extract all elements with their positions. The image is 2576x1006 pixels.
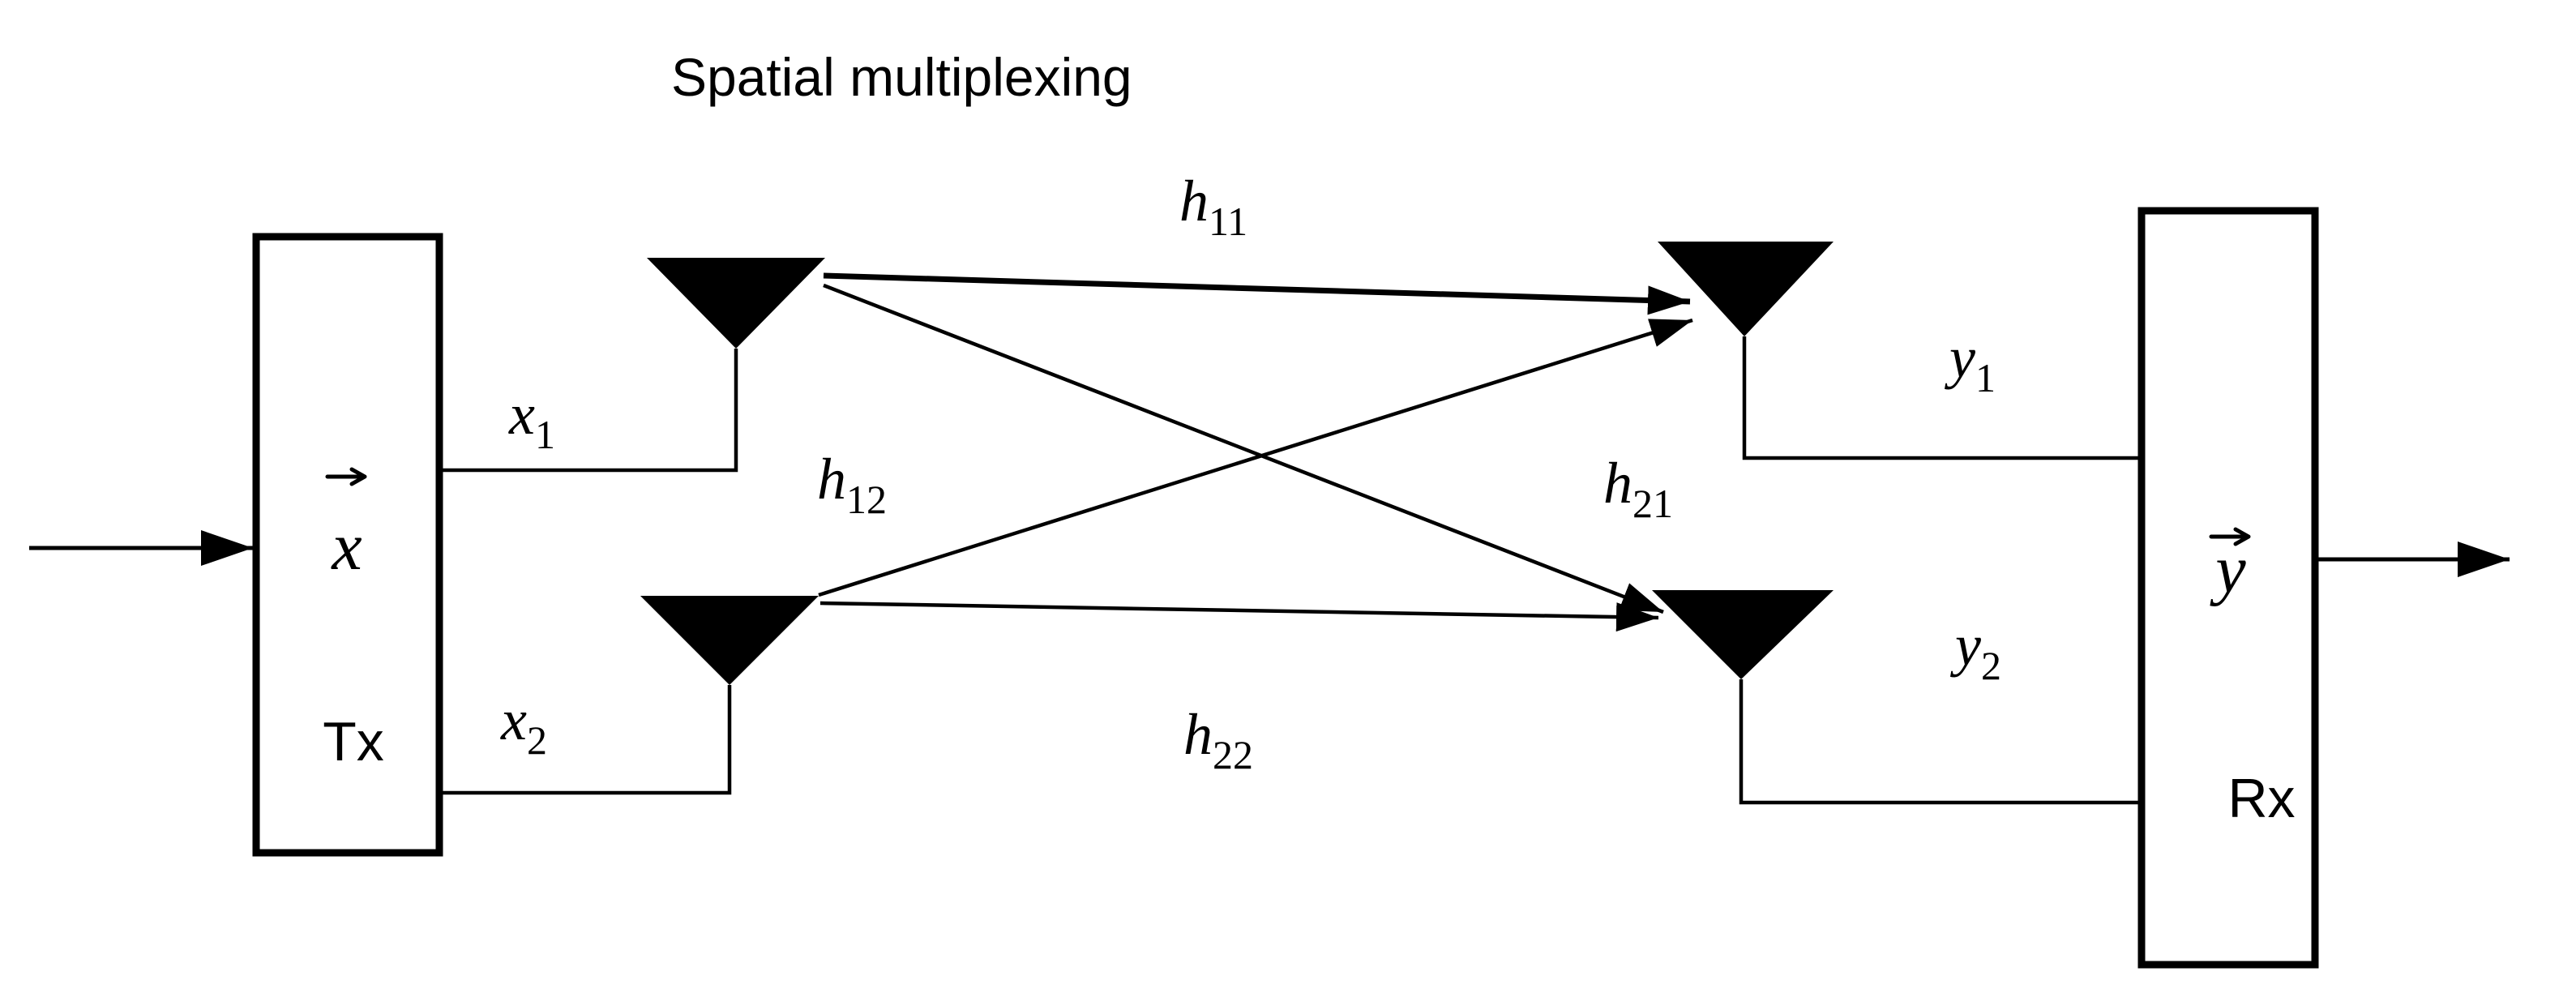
channel-h22 [819, 601, 1659, 632]
channel-h12 [823, 283, 1664, 614]
label-y2: y2 [1949, 613, 2001, 688]
wire-y2 [1739, 679, 2145, 805]
rx-vector-label: y [2209, 532, 2246, 607]
label-h12: h12 [817, 447, 887, 522]
wire-x2 [439, 685, 732, 795]
label-x1: x1 [508, 382, 555, 457]
rx-block-label: Rx [2227, 768, 2295, 829]
tx-antenna-2-icon [640, 596, 819, 685]
channel-h11 [823, 272, 1691, 315]
rx-box [2137, 207, 2319, 969]
wire-y1 [1742, 336, 2145, 460]
tx-antenna-1-icon [647, 258, 825, 349]
x-vector-arrow-icon [325, 467, 367, 486]
label-x2: x2 [500, 687, 547, 763]
tx-vector-label: x [330, 509, 362, 584]
label-h22: h22 [1183, 702, 1253, 777]
channel-h21 [818, 318, 1693, 597]
rx-antenna-2-icon [1652, 590, 1834, 679]
wire-x1 [439, 349, 738, 473]
tx-block-label: Tx [323, 711, 384, 773]
y-vector-arrow-icon [2209, 527, 2251, 546]
diagram-title: Spatial multiplexing [671, 47, 1132, 107]
label-h11: h11 [1179, 169, 1247, 244]
tx-box [252, 233, 443, 857]
rx-antenna-1-icon [1658, 242, 1834, 336]
label-h21: h21 [1603, 451, 1673, 526]
label-y1: y1 [1944, 325, 1996, 400]
